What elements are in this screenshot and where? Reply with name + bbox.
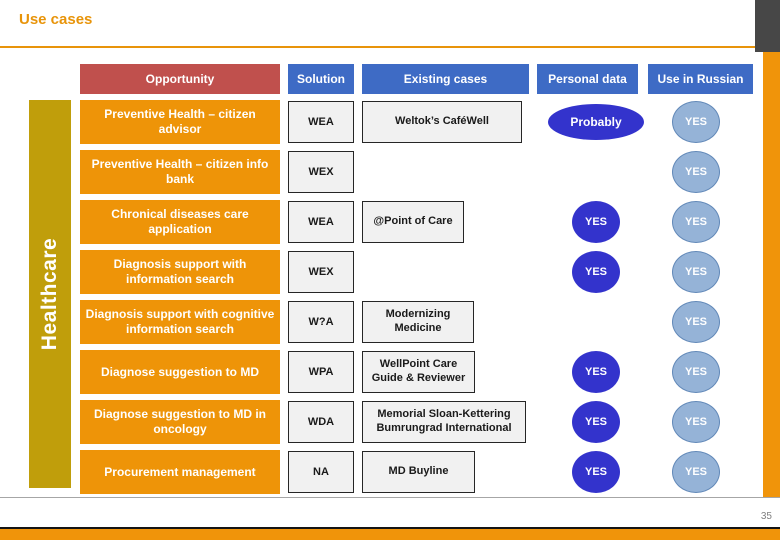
opportunity-cell: Diagnosis support with cognitive informa… <box>80 300 280 344</box>
footer-black-rule <box>0 527 780 529</box>
personal-data-badge: YES <box>572 451 620 493</box>
header-existing-cases: Existing cases <box>362 64 529 94</box>
use-in-russian-badge: YES <box>672 201 720 243</box>
personal-data-badge: YES <box>572 201 620 243</box>
existing-case-cell: WellPoint Care Guide & Reviewer <box>362 351 475 393</box>
solution-cell: WPA <box>288 351 354 393</box>
existing-case-cell: Modernizing Medicine <box>362 301 474 343</box>
existing-case-cell: Weltok’s CaféWell <box>362 101 522 143</box>
page-number: 35 <box>760 511 772 522</box>
header-use-in-russian: Use in Russian <box>648 64 753 94</box>
opportunity-cell: Preventive Health – citizen info bank <box>80 150 280 194</box>
use-in-russian-badge: YES <box>672 151 720 193</box>
opportunity-cell: Diagnosis support with information searc… <box>80 250 280 294</box>
existing-case-cell: MD Buyline <box>362 451 475 493</box>
solution-cell: WEX <box>288 151 354 193</box>
header-personal-data: Personal data <box>537 64 638 94</box>
category-label: Healthcare <box>38 237 62 351</box>
page-title: Use cases <box>19 11 93 28</box>
bottom-accent-bar <box>0 529 780 540</box>
use-in-russian-badge: YES <box>672 251 720 293</box>
personal-data-badge: YES <box>572 401 620 443</box>
use-in-russian-badge: YES <box>672 401 720 443</box>
solution-cell: WEA <box>288 201 354 243</box>
opportunity-cell: Chronical diseases care application <box>80 200 280 244</box>
title-divider <box>0 46 755 48</box>
existing-case-cell: @Point of Care <box>362 201 464 243</box>
header-solution: Solution <box>288 64 354 94</box>
use-in-russian-badge: YES <box>672 301 720 343</box>
solution-cell: W?A <box>288 301 354 343</box>
solution-cell: WEA <box>288 101 354 143</box>
use-in-russian-badge: YES <box>672 351 720 393</box>
solution-cell: WEX <box>288 251 354 293</box>
personal-data-badge: YES <box>572 251 620 293</box>
opportunity-cell: Procurement management <box>80 450 280 494</box>
category-sidebar: Healthcare <box>29 100 71 488</box>
opportunity-cell: Diagnose suggestion to MD in oncology <box>80 400 280 444</box>
personal-data-badge: Probably <box>548 104 644 140</box>
footer-divider <box>0 497 780 498</box>
opportunity-cell: Diagnose suggestion to MD <box>80 350 280 394</box>
use-in-russian-badge: YES <box>672 451 720 493</box>
corner-decoration <box>755 0 780 52</box>
use-in-russian-badge: YES <box>672 101 720 143</box>
solution-cell: WDA <box>288 401 354 443</box>
opportunity-cell: Preventive Health – citizen advisor <box>80 100 280 144</box>
header-opportunity: Opportunity <box>80 64 280 94</box>
solution-cell: NA <box>288 451 354 493</box>
right-accent-bar <box>763 52 780 497</box>
existing-case-cell: Memorial Sloan-Kettering Bumrungrad Inte… <box>362 401 526 443</box>
personal-data-badge: YES <box>572 351 620 393</box>
